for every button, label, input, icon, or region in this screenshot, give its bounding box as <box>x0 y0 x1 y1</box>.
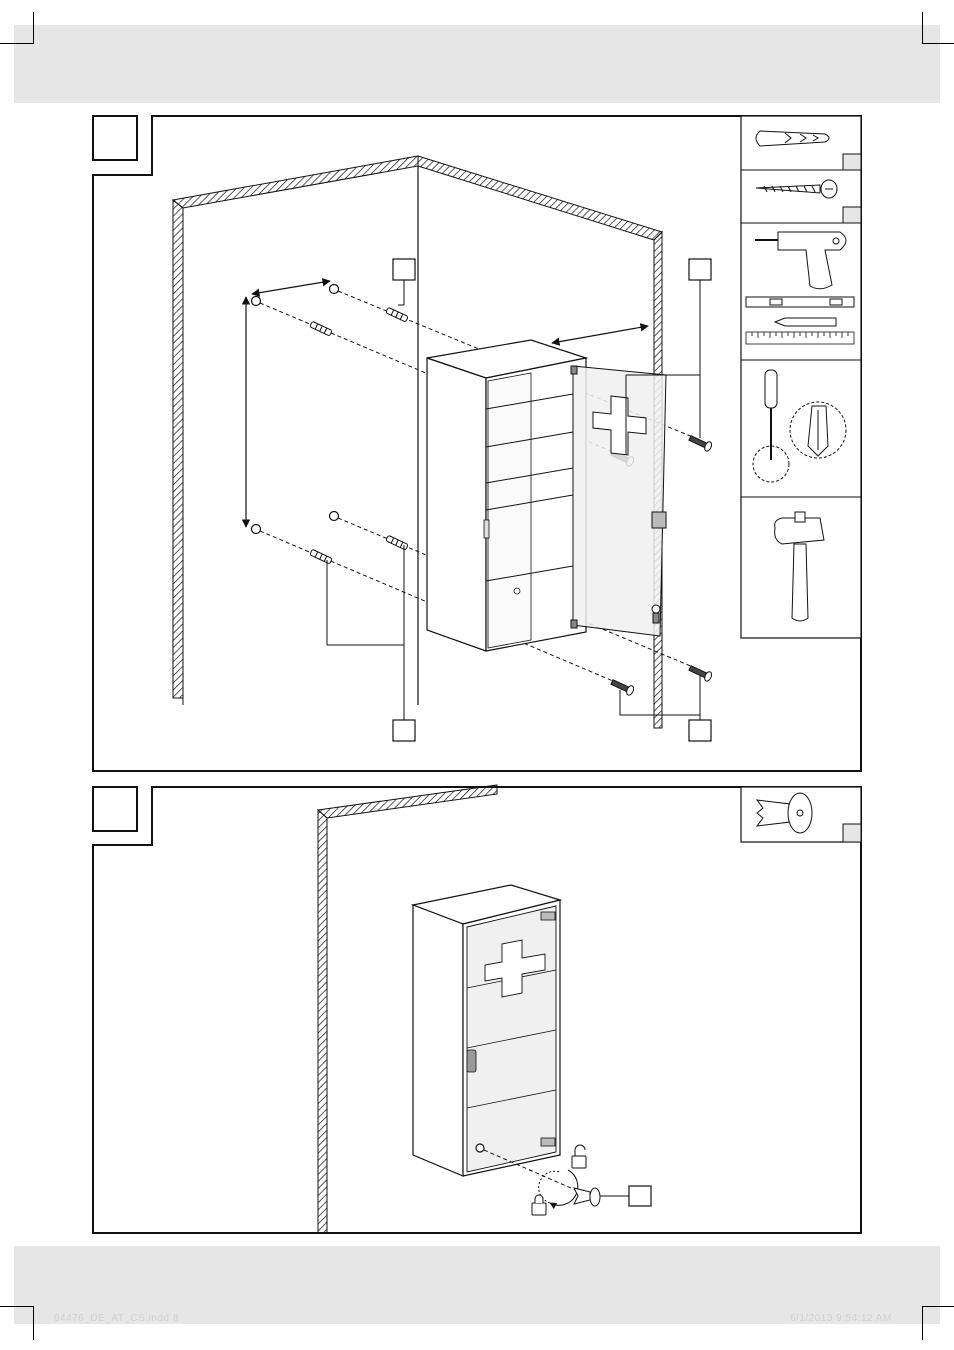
crop-mark <box>0 43 34 44</box>
step-1-number-box <box>92 115 138 161</box>
crop-mark <box>922 43 954 44</box>
screw-icon <box>755 179 838 199</box>
part-ref-plug-box-lower <box>392 719 416 742</box>
crop-mark <box>922 1306 954 1307</box>
file-label: 94476_DE_AT_CS.indd 8 <box>54 1313 179 1324</box>
drill-icon <box>755 231 847 290</box>
ruler-icon <box>745 331 855 345</box>
hammer-icon <box>774 511 825 622</box>
crop-mark <box>33 1306 34 1340</box>
locked-padlock-icon <box>531 1194 547 1216</box>
closed-cabinet <box>410 884 563 1177</box>
wall-plug-icon <box>755 130 830 147</box>
print-timestamp: 6/1/2013 9:54:12 AM <box>790 1313 892 1324</box>
key-icon <box>573 1187 601 1207</box>
measurement-arrows <box>241 278 649 528</box>
spirit-level-icon <box>745 296 855 308</box>
part-ref-key-box <box>628 1185 652 1207</box>
key-icon <box>755 792 813 834</box>
unlocked-padlock-icon <box>571 1144 587 1169</box>
tools-column <box>740 115 862 639</box>
callout-lines <box>326 280 701 720</box>
screwdriver-icon <box>752 369 847 483</box>
glass-door <box>570 365 667 637</box>
part-ref-screw-box-lower <box>688 719 712 742</box>
wall-plug-icon <box>309 307 409 564</box>
drill-holes <box>250 283 340 535</box>
part-reference-boxes <box>392 258 712 742</box>
step-2-number-box <box>92 786 138 832</box>
key-lock-operation <box>483 1144 652 1216</box>
key-part-panel <box>740 786 862 843</box>
crop-mark <box>33 12 34 44</box>
crop-mark <box>922 12 923 44</box>
part-ref-plug-box <box>392 258 416 281</box>
crop-mark <box>0 1306 34 1307</box>
wall-step-2 <box>316 784 498 1234</box>
cabinet <box>426 339 589 652</box>
part-ref-screw-box <box>688 258 712 281</box>
crop-mark <box>922 1306 923 1340</box>
header-band <box>14 25 940 103</box>
footer-band <box>14 1246 940 1324</box>
pencil-icon <box>773 317 837 327</box>
